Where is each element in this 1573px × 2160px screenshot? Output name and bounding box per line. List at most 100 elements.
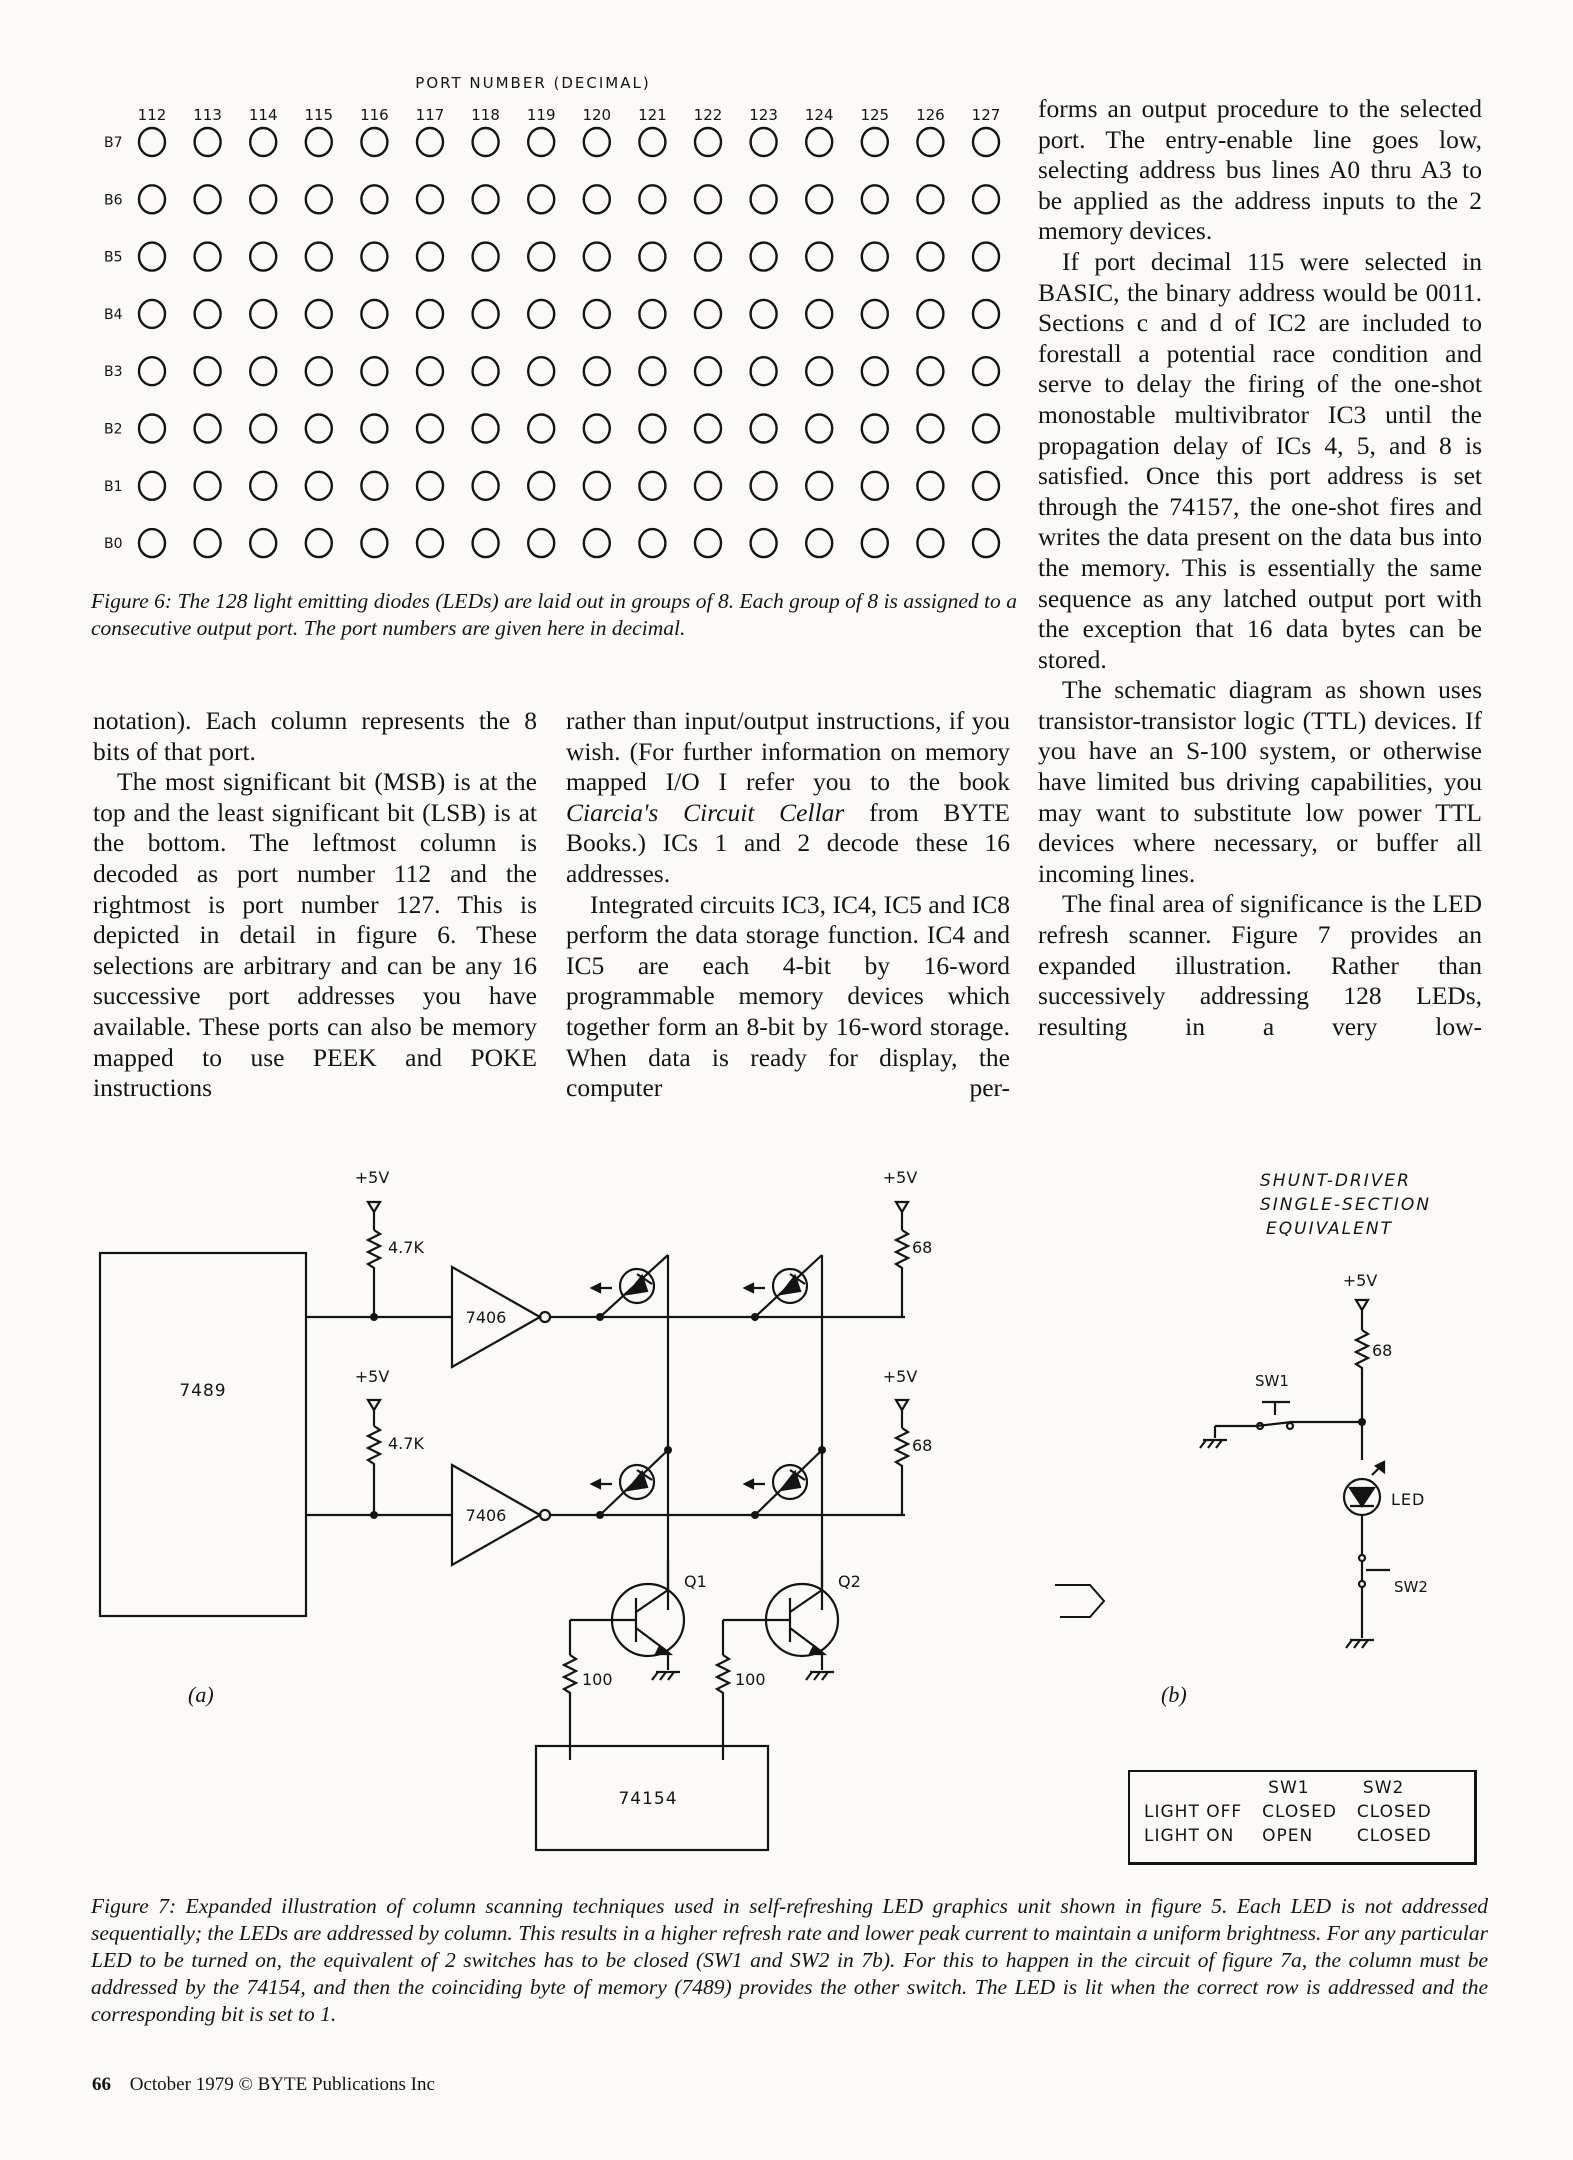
text-column-2: rather than input/output instructions, i…	[566, 706, 1010, 1104]
led-circle	[193, 470, 222, 501]
table-cell: CLOSED	[1356, 1802, 1432, 1822]
led-circle	[527, 470, 556, 501]
led-circle	[415, 356, 445, 387]
equiv-title-1: SHUNT-DRIVER	[1260, 1171, 1411, 1191]
col1-paragraph-1: notation). Each column represents the 8 …	[93, 706, 537, 766]
port-number-label: 125	[860, 106, 889, 124]
led-circle	[638, 413, 667, 444]
led-circle	[304, 241, 334, 272]
col3-paragraph-4: The final area of significance is the LE…	[1038, 889, 1482, 1041]
led-circle	[248, 184, 278, 215]
bit-label: B4	[104, 307, 123, 323]
col2-p1-a: rather than input/output instructions, i…	[566, 706, 1010, 797]
table-cell: OPEN	[1262, 1826, 1314, 1846]
led-circle	[527, 413, 556, 444]
port-number-label: 120	[582, 106, 611, 124]
led-circle	[916, 356, 945, 387]
led-circle	[638, 298, 667, 330]
led-circle	[137, 126, 167, 158]
led-circle	[916, 298, 945, 330]
led-circle	[916, 527, 945, 559]
table-header-cell	[1134, 1776, 1252, 1800]
led-circle	[527, 298, 556, 330]
led-circle	[693, 298, 723, 330]
resistor-label: 68	[1372, 1341, 1392, 1360]
led-circle	[193, 527, 222, 559]
port-number-label: 118	[471, 106, 500, 124]
resistor	[1353, 1329, 1371, 1460]
bit-label: B6	[104, 192, 123, 208]
led-circle	[471, 413, 500, 444]
led-circle	[693, 184, 723, 215]
led-circle	[916, 470, 945, 501]
led-circle	[415, 470, 445, 501]
led-circle	[471, 241, 500, 272]
led-circle	[693, 126, 723, 158]
led-circle	[415, 241, 445, 272]
switch-table-box: SW1 SW2 LIGHT OFF CLOSED CLOSED LIGHT ON…	[1128, 1770, 1477, 1865]
led-circle	[916, 241, 945, 272]
led-circle	[582, 356, 611, 387]
led-circle	[193, 241, 222, 272]
led-circle	[360, 470, 389, 501]
led-circle	[638, 241, 667, 272]
chip-74154	[534, 1744, 770, 1852]
led-circle	[860, 184, 889, 215]
supply-label: +5V	[883, 1367, 918, 1386]
led-circle	[582, 413, 611, 444]
led-circle	[916, 126, 945, 158]
led-circle	[304, 413, 334, 444]
led-circle	[749, 470, 778, 501]
led-circle	[971, 126, 1001, 158]
led-circle	[360, 527, 389, 559]
led-circle	[749, 527, 778, 559]
led-circle	[304, 527, 334, 559]
bit-label: B3	[104, 364, 123, 380]
led-circle	[749, 241, 778, 272]
led-circle	[248, 126, 278, 158]
led-circle	[805, 184, 834, 215]
led-circle	[805, 126, 834, 158]
port-number-label: 113	[193, 106, 222, 124]
led-circle	[749, 298, 778, 330]
text-column-1: notation). Each column represents the 8 …	[93, 706, 537, 1104]
led-circle	[860, 527, 889, 559]
sw1-label: SW1	[1255, 1372, 1289, 1390]
col3-paragraph-2: If port decimal 115 were selected in BAS…	[1038, 246, 1482, 674]
led-circle	[471, 356, 500, 387]
supply-label: +5V	[355, 1168, 390, 1187]
led-circle	[471, 527, 500, 559]
table-cell: CLOSED	[1262, 1802, 1337, 1822]
figure-7-caption: Figure 7: Expanded illustration of colum…	[91, 1894, 1488, 2026]
led-circle	[805, 527, 834, 559]
resistor-label: 100	[582, 1670, 613, 1689]
port-number-label: 122	[694, 106, 723, 124]
led-circle	[527, 356, 556, 387]
led-circle	[805, 298, 834, 330]
led-circle	[304, 470, 334, 501]
led-circle	[749, 356, 778, 387]
bit-label: B2	[104, 422, 123, 438]
supply-label: +5V	[883, 1168, 918, 1187]
led-circle	[638, 126, 667, 158]
equiv-title-2: SINGLE-SECTION	[1260, 1195, 1431, 1215]
resistor	[365, 1425, 383, 1515]
buffer-7406-top	[450, 1265, 543, 1369]
led-circle	[805, 241, 834, 272]
led-circle	[527, 241, 556, 272]
led-circle	[137, 527, 167, 559]
table-cell: LIGHT OFF	[1144, 1802, 1243, 1822]
led-circle	[582, 527, 611, 559]
led-circle	[137, 470, 167, 501]
led-circle	[471, 470, 500, 501]
col1-paragraph-2: The most significant bit (MSB) is at the…	[93, 767, 537, 1103]
led-circle	[304, 184, 334, 215]
port-number-label: 117	[416, 106, 445, 124]
bit-label: B7	[104, 135, 123, 151]
figure-label-b: (b)	[1161, 1682, 1187, 1707]
led-circle	[415, 126, 445, 158]
port-number-label: 124	[805, 106, 834, 124]
led-circle	[193, 298, 222, 330]
led-circle	[860, 126, 889, 158]
